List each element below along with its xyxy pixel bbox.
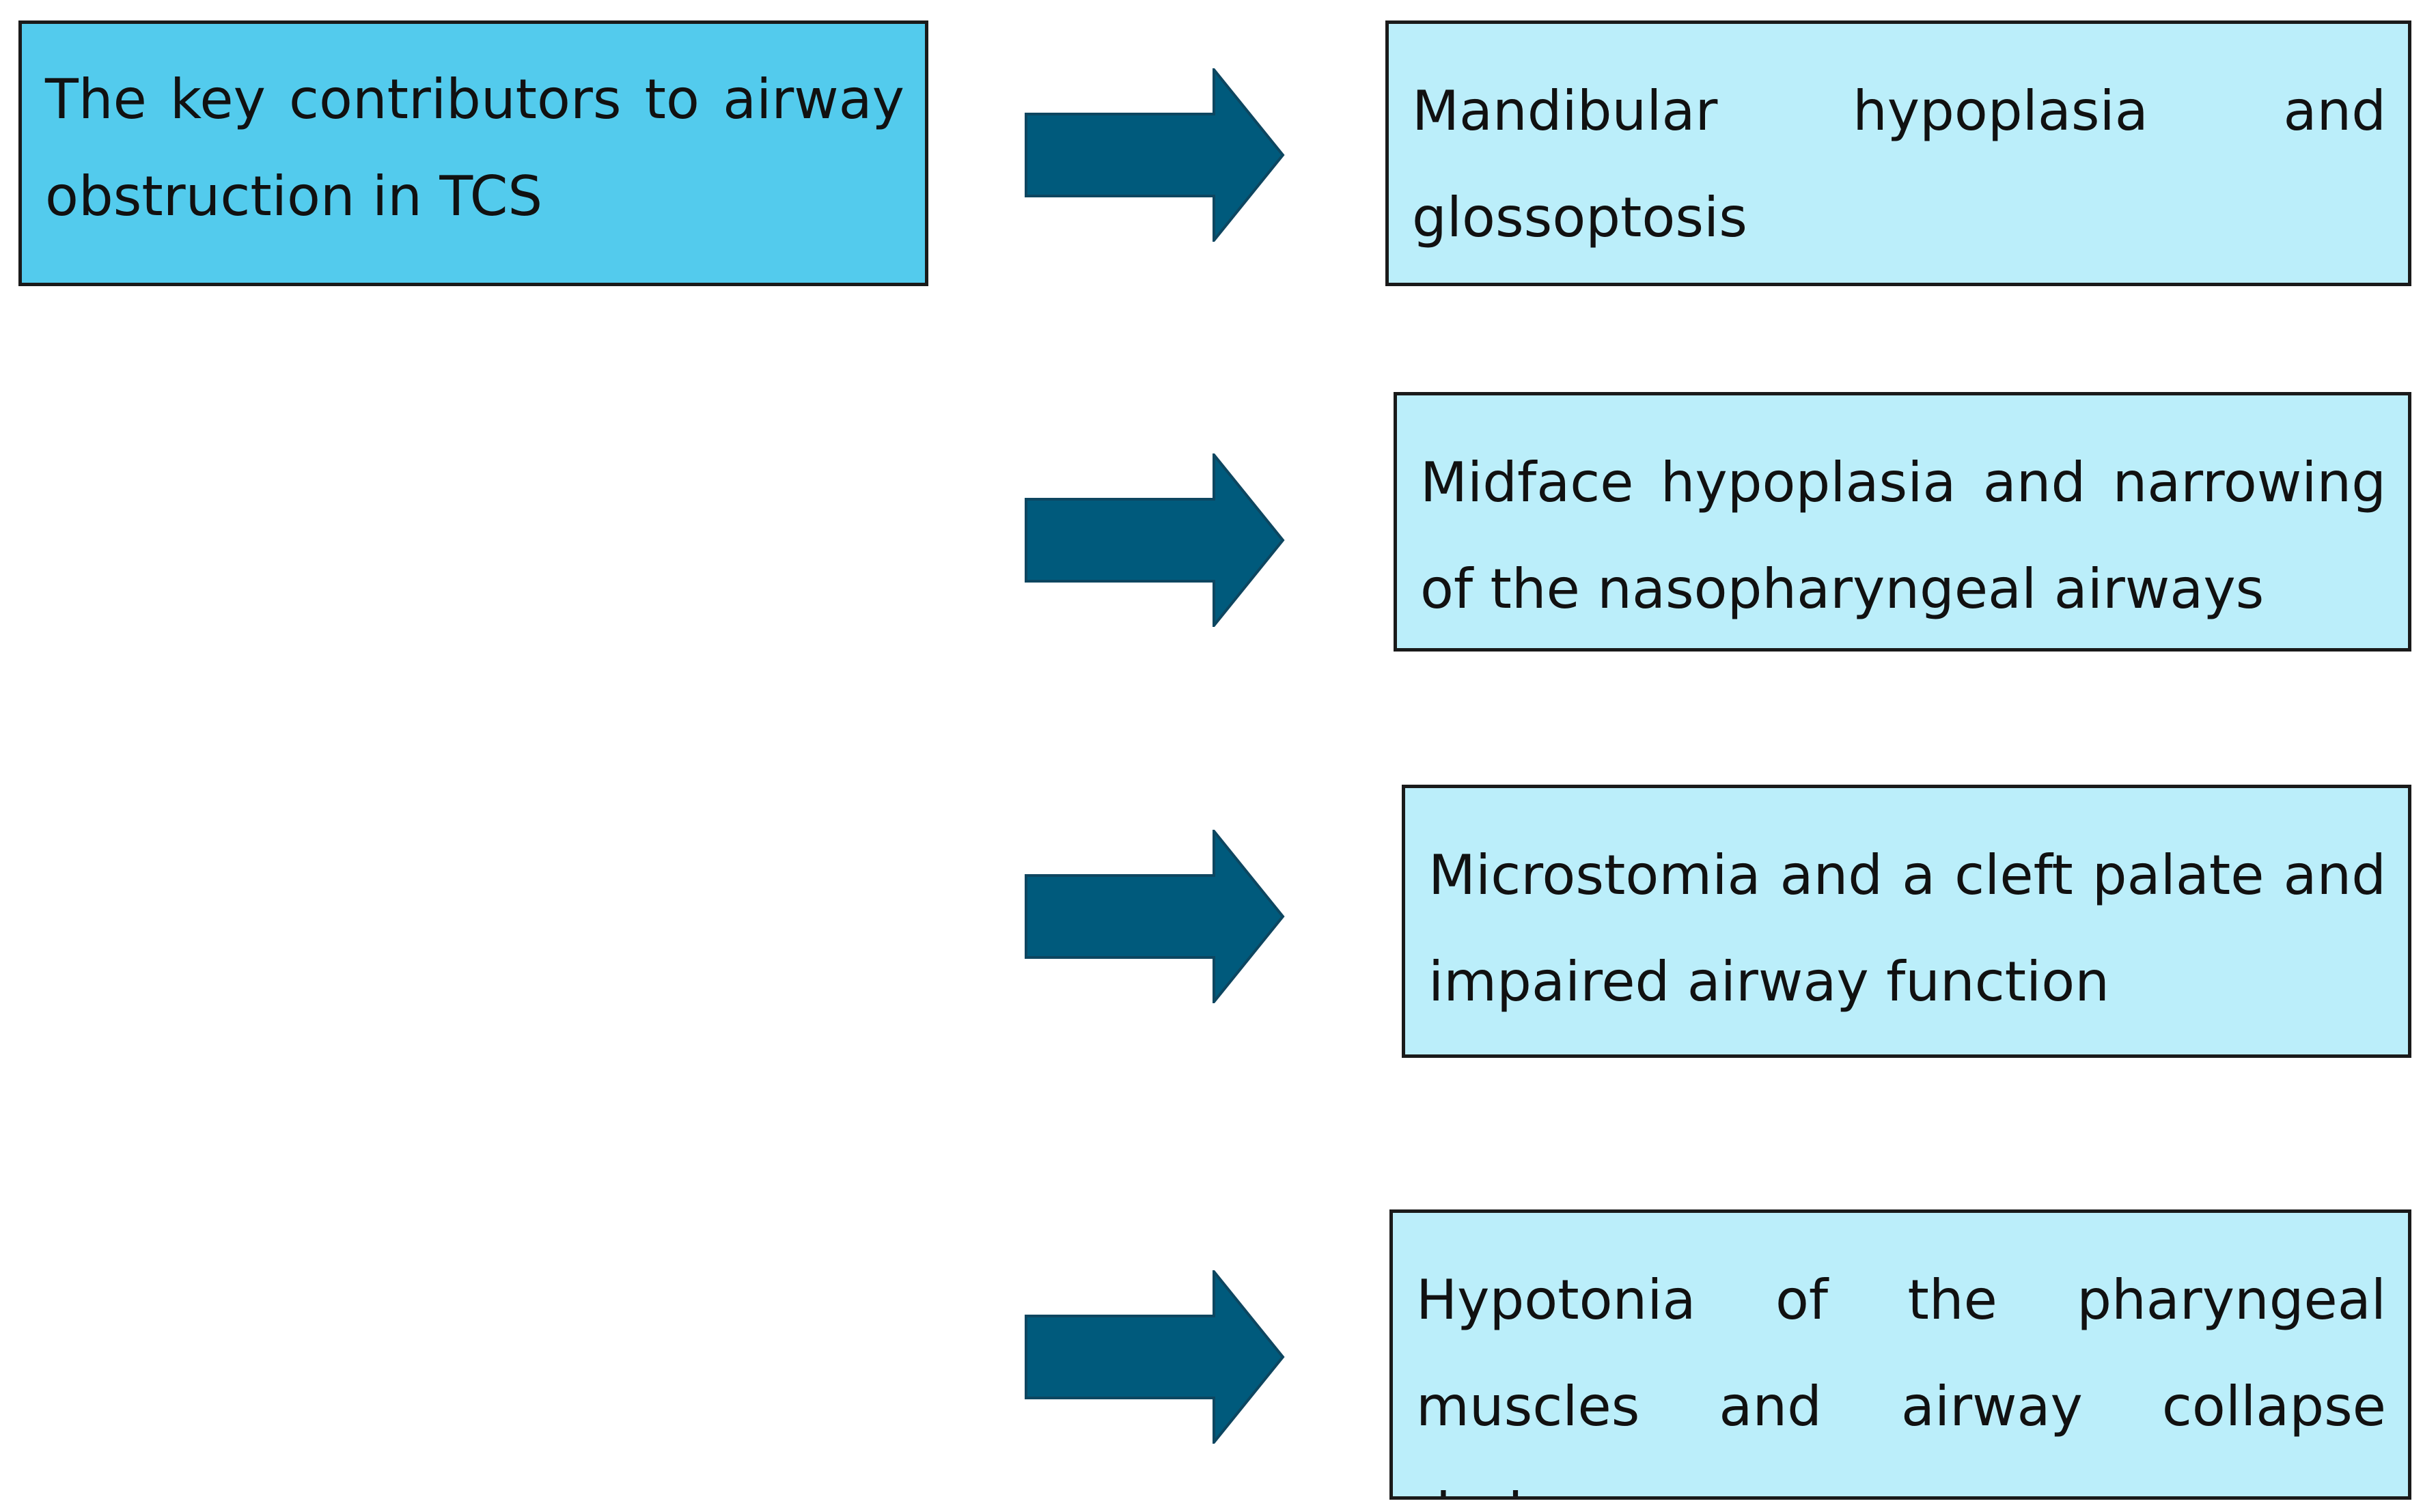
right-arrow-icon	[1025, 68, 1285, 242]
contributor-text: Midface hypoplasia and narrowing of the …	[1420, 451, 2386, 621]
contributor-box: Midface hypoplasia and narrowing of the …	[1394, 392, 2411, 652]
main-concept-box: The key contributors to airway obstructi…	[18, 20, 928, 286]
contributor-box: Hypotonia of the pharyngeal muscles and …	[1389, 1209, 2411, 1500]
right-arrow-icon	[1025, 453, 1285, 627]
right-arrow-icon	[1025, 830, 1285, 1003]
right-arrow-icon	[1025, 1270, 1285, 1444]
contributor-box: Mandibular hypoplasia and glossoptosis	[1385, 20, 2411, 286]
contributor-text: Mandibular hypoplasia and glossoptosis	[1412, 79, 2386, 249]
contributor-text: Microstomia and a cleft palate and impai…	[1428, 843, 2386, 1013]
contributor-text: Hypotonia of the pharyngeal muscles and …	[1416, 1268, 2386, 1496]
main-concept-text: The key contributors to airway obstructi…	[45, 68, 904, 228]
contributor-box: Microstomia and a cleft palate and impai…	[1402, 785, 2411, 1058]
